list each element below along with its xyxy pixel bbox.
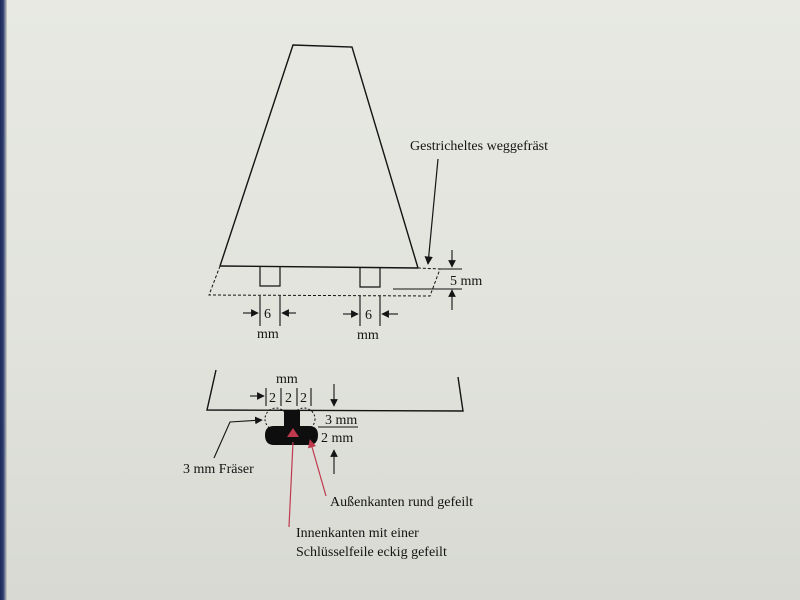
label-unit-top: mm <box>276 372 298 387</box>
milled-dashed-outline <box>208 265 441 297</box>
label-unit-left: mm <box>257 327 279 342</box>
label-inner-edges-line2: Schlüsselfeile eckig gefeilt <box>296 545 447 560</box>
label-inner-edges-line1: Innenkanten mit einer <box>296 526 419 541</box>
label-depth-2mm: 2 mm <box>321 431 353 446</box>
paper-edge-shadow <box>0 0 7 600</box>
label-depth-3mm: 3 mm <box>325 413 357 428</box>
label-depth-5mm: 5 mm <box>450 274 482 289</box>
tenon-tabs <box>259 267 381 288</box>
cutter-leader <box>213 416 263 459</box>
label-outer-edges: Außenkanten rund gefeilt <box>330 495 473 510</box>
label-seg-2: 2 <box>285 391 292 406</box>
dim-3mm-2mm <box>318 384 358 474</box>
label-seg-1: 2 <box>269 391 276 406</box>
red-leaders <box>288 439 327 528</box>
trapezoid-part <box>219 44 419 269</box>
label-width-6-left: 6 <box>264 307 271 322</box>
label-unit-right: mm <box>357 328 379 343</box>
milled-leader <box>424 158 439 265</box>
label-seg-3: 2 <box>300 391 307 406</box>
base-profile <box>206 369 464 412</box>
t-slot-profile <box>265 410 318 445</box>
dim-2-2-2 <box>250 388 312 406</box>
dim-6mm-left <box>243 296 296 326</box>
label-milled-dashed: Gestricheltes weggefräst <box>410 139 548 154</box>
dim-6mm-right <box>343 296 398 326</box>
label-cutter: 3 mm Fräser <box>183 462 254 477</box>
dim-5mm <box>393 250 462 310</box>
label-width-6-right: 6 <box>365 308 372 323</box>
